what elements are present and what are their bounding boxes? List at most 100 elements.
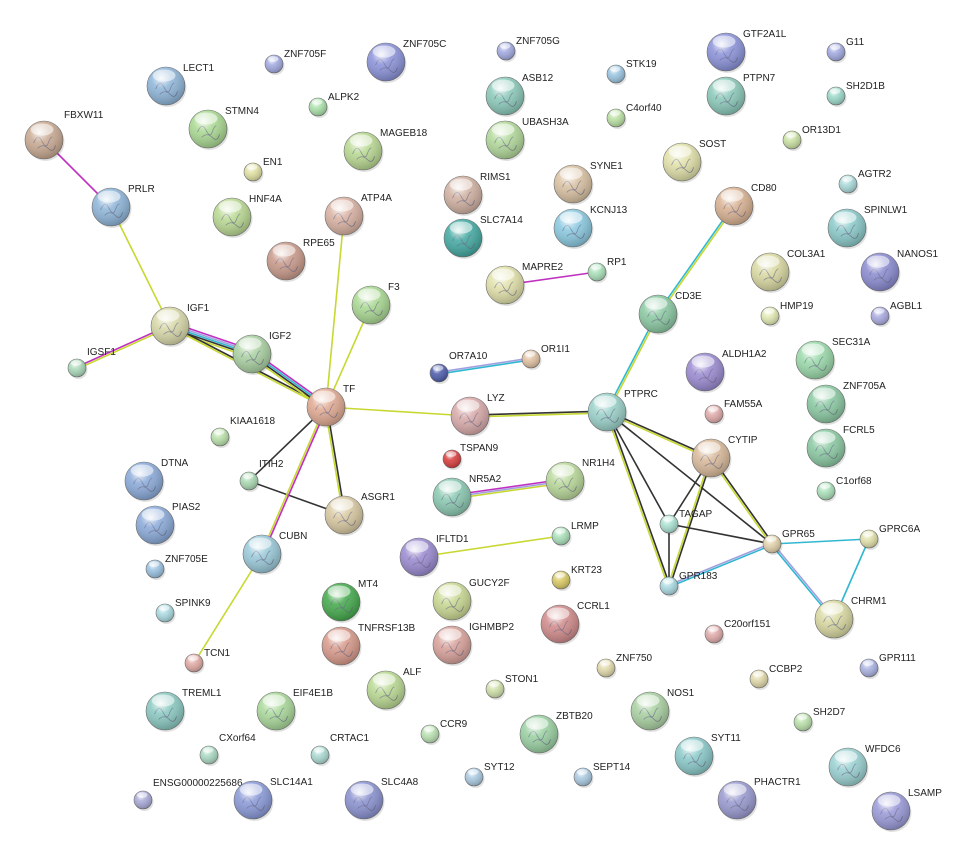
node-znf705c[interactable]: ZNF705C [366,39,446,83]
node-igsf1[interactable]: IGSF1 [67,347,116,379]
node-nr5a2[interactable]: NR5A2 [432,474,502,518]
edge-GPR65-GPRC6A[interactable] [771,538,870,545]
node-ighmbp2[interactable]: IGHMBP2 [432,622,514,666]
node-syt11[interactable]: SYT11 [674,733,741,777]
node-agtr2[interactable]: AGTR2 [838,169,892,195]
node-atp4a[interactable]: ATP4A [324,193,392,237]
node-stmn4[interactable]: STMN4 [188,106,259,150]
node-gpr183[interactable]: GPR183 [659,571,718,597]
node-tf[interactable]: TF [306,384,355,428]
node-tnfrsf13b[interactable]: TNFRSF13B [321,623,416,667]
node-ubash3a[interactable]: UBASH3A [485,117,569,161]
node-sh2d1b[interactable]: SH2D1B [826,81,885,107]
node-ptprc[interactable]: PTPRC [587,389,658,433]
node-phactr1[interactable]: PHACTR1 [717,777,801,821]
node-c20orf151[interactable]: C20orf151 [704,619,771,645]
node-fam55a[interactable]: FAM55A [704,399,763,425]
node-znf705e[interactable]: ZNF705E [145,554,208,580]
node-sh2d7[interactable]: SH2D7 [793,707,846,733]
node-wfdc6[interactable]: WFDC6 [828,744,901,788]
node-spinlw1[interactable]: SPINLW1 [827,205,908,249]
node-rims1[interactable]: RIMS1 [443,172,511,216]
edge-PRLR-IGF1[interactable] [110,206,171,327]
edge-PTPRC-TAGAP[interactable] [606,411,670,525]
node-fbxw11[interactable]: FBXW11 [24,110,104,161]
node-gpr111[interactable]: GPR111 [859,653,916,679]
node-ston1[interactable]: STON1 [485,674,539,700]
node-gprc6a[interactable]: GPRC6A [859,524,920,550]
node-itih2[interactable]: ITIH2 [239,459,284,492]
edge-CD3E-CD80[interactable] [656,204,736,316]
node-prlr[interactable]: PRLR [91,184,155,228]
node-lect1[interactable]: LECT1 [146,63,215,107]
node-lyz[interactable]: LYZ [450,393,505,437]
node-alf[interactable]: ALF [366,667,421,711]
node-c1orf68[interactable]: C1orf68 [816,476,872,502]
edge-TAGAP-GPR65[interactable] [668,523,773,545]
node-mt4[interactable]: MT4 [321,579,378,623]
node-treml1[interactable]: TREML1 [145,688,222,732]
node-cd80[interactable]: CD80 [714,183,777,227]
node-hmp19[interactable]: HMP19 [760,301,814,327]
node-kiaa1618[interactable]: KIAA1618 [210,416,275,448]
node-znf705f[interactable]: ZNF705F [264,49,326,75]
node-alpk2[interactable]: ALPK2 [308,92,360,118]
node-igf1[interactable]: IGF1 [150,303,210,347]
node-lsamp[interactable]: LSAMP [871,788,942,832]
node-zbtb20[interactable]: ZBTB20 [519,711,593,755]
node-ccr9[interactable]: CCR9 [420,719,468,745]
node-spink9[interactable]: SPINK9 [155,598,211,624]
node-mapre2[interactable]: MAPRE2 [485,262,564,306]
node-agbl1[interactable]: AGBL1 [870,301,923,327]
node-znf750[interactable]: ZNF750 [596,653,653,679]
node-stk19[interactable]: STK19 [606,59,657,85]
node-or1i1[interactable]: OR1I1 [521,344,570,370]
node-syt12[interactable]: SYT12 [464,762,515,788]
node-f3[interactable]: F3 [351,282,400,326]
node-hnf4a[interactable]: HNF4A [212,194,282,238]
node-sost[interactable]: SOST [662,139,726,183]
node-asb12[interactable]: ASB12 [485,73,554,117]
node-ifltd1[interactable]: IFLTD1 [399,534,469,578]
node-nanos1[interactable]: NANOS1 [860,249,939,293]
node-ensg00000225686[interactable]: ENSG00000225686 [133,778,243,811]
node-col3a1[interactable]: COL3A1 [750,249,826,293]
node-chrm1[interactable]: CHRM1 [814,596,887,640]
node-kcnj13[interactable]: KCNJ13 [553,205,628,249]
edge-GPR183-GPR65[interactable] [668,542,773,588]
node-tcn1[interactable]: TCN1 [184,648,231,674]
node-or13d1[interactable]: OR13D1 [782,125,841,151]
edge-OR7A10-OR1I1[interactable] [438,357,532,375]
node-znf705g[interactable]: ZNF705G [496,36,560,62]
edge-LYZ-PTPRC[interactable] [469,410,608,418]
node-slc4a8[interactable]: SLC4A8 [344,777,419,821]
node-ccbp2[interactable]: CCBP2 [749,664,803,690]
node-asgr1[interactable]: ASGR1 [324,492,395,536]
node-ptpn7[interactable]: PTPN7 [706,73,776,117]
node-ccrl1[interactable]: CCRL1 [540,601,610,645]
node-igf2[interactable]: IGF2 [232,331,292,375]
node-nr1h4[interactable]: NR1H4 [545,458,615,502]
node-znf705a[interactable]: ZNF705A [806,381,886,425]
node-krt23[interactable]: KRT23 [551,565,602,591]
node-g11[interactable]: G11 [826,37,865,63]
node-rp1[interactable]: RP1 [587,257,627,283]
node-cd3e[interactable]: CD3E [638,291,702,335]
edge-PTPRC-GPR183[interactable] [605,411,671,587]
node-tspan9[interactable]: TSPAN9 [442,443,499,470]
node-fcrl5[interactable]: FCRL5 [806,425,875,469]
node-eif4e1b[interactable]: EIF4E1B [256,688,333,732]
node-cxorf64[interactable]: CXorf64 [199,733,256,766]
node-sec31a[interactable]: SEC31A [795,337,871,381]
node-rpe65[interactable]: RPE65 [266,238,335,282]
node-crtac1[interactable]: CRTAC1 [310,733,370,766]
edge-ATP4A-TF[interactable] [325,215,345,408]
node-syne1[interactable]: SYNE1 [553,161,623,205]
node-en1[interactable]: EN1 [243,157,283,183]
node-gucy2f[interactable]: GUCY2F [432,578,510,622]
node-aldh1a2[interactable]: ALDH1A2 [685,349,767,393]
node-slc7a14[interactable]: SLC7A14 [443,215,523,259]
node-cubn[interactable]: CUBN [242,531,307,575]
edge-CUBN-TCN1[interactable] [193,553,263,664]
node-lrmp[interactable]: LRMP [551,521,599,547]
